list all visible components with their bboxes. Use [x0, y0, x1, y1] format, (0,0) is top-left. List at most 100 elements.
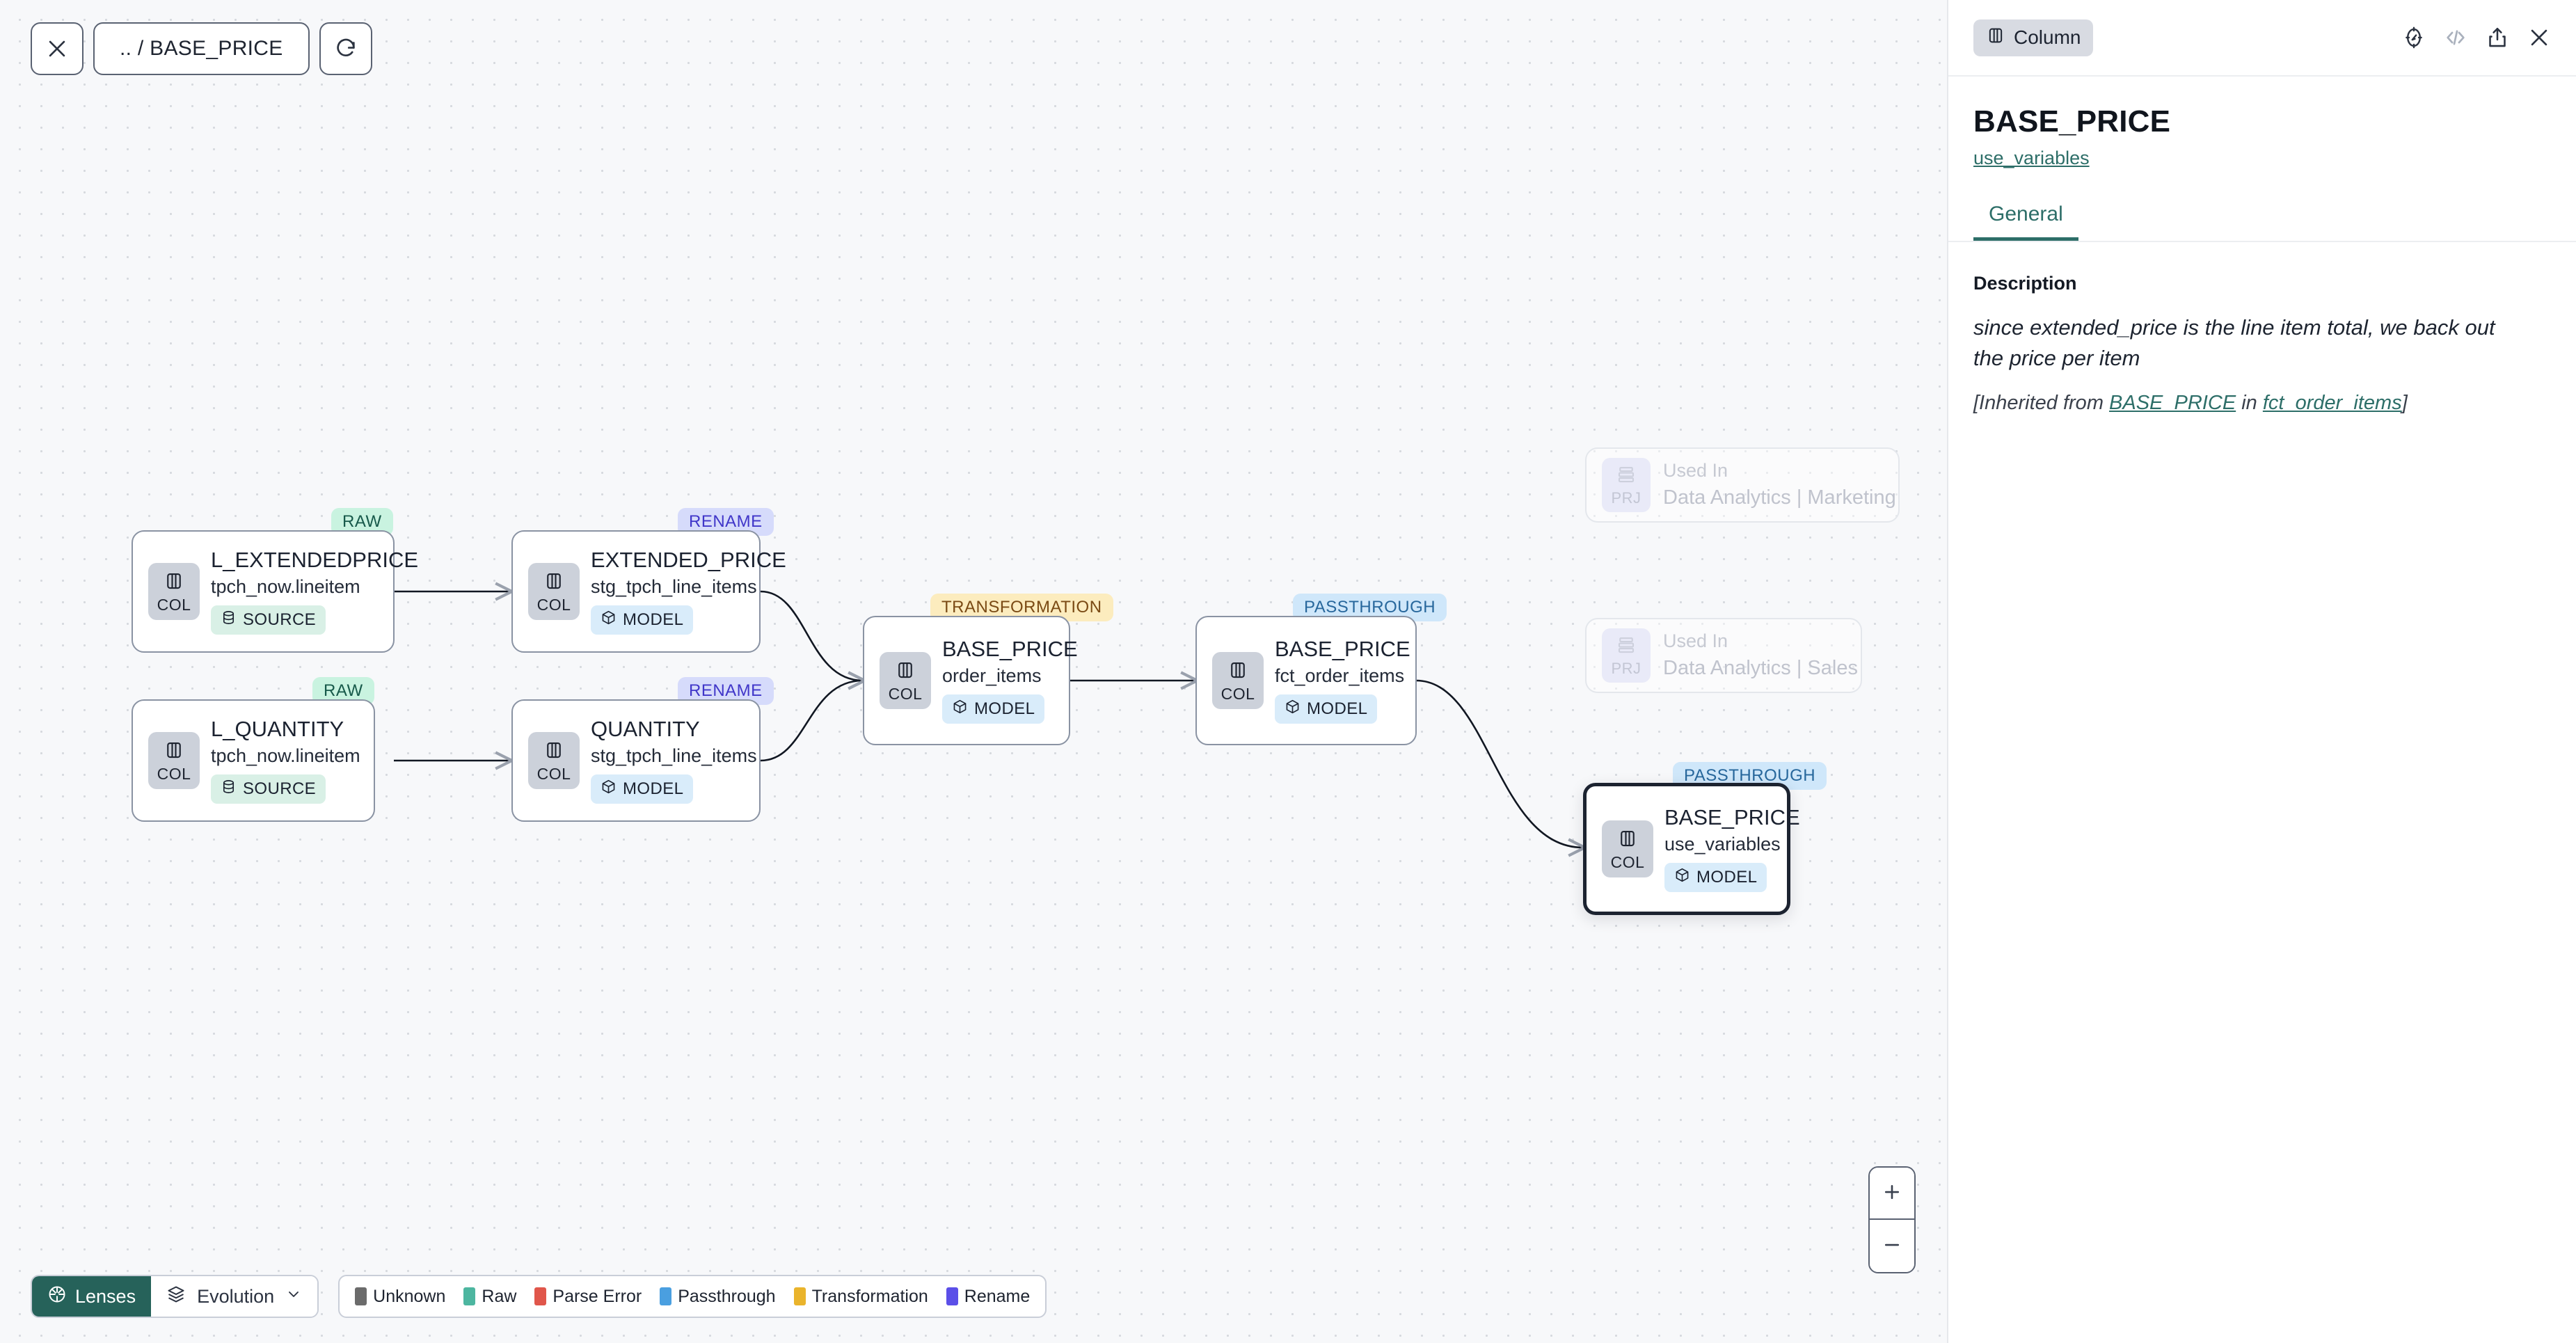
node-chip-source: SOURCE: [211, 774, 326, 804]
column-icon: [895, 660, 916, 684]
lenses-button[interactable]: Lenses: [32, 1276, 152, 1317]
inherited-model-link[interactable]: fct_order_items: [2262, 392, 2402, 415]
badge-label: PASSTHROUGH: [1304, 598, 1436, 617]
node-extended-price[interactable]: COL EXTENDED_PRICE stg_tpch_line_items M…: [511, 530, 786, 653]
node-chip-model: MODEL: [1275, 694, 1378, 724]
col-tag: COL: [528, 732, 580, 789]
kind-badge: Column: [1973, 19, 2094, 56]
legend-swatch: [660, 1287, 672, 1305]
ghost-node-marketing[interactable]: PRJ Used In Data Analytics | Marketing: [1585, 447, 1900, 523]
legend-item-parse-error[interactable]: Parse Error: [534, 1287, 642, 1307]
badge-label: RAW: [342, 512, 382, 531]
breadcrumb[interactable]: .. / BASE_PRICE: [93, 22, 310, 75]
badge-label: PASSTHROUGH: [1684, 766, 1816, 785]
node-base-price-order-items[interactable]: COL BASE_PRICE order_items MODEL: [863, 616, 1078, 745]
col-tag-label: COL: [536, 595, 571, 614]
layers-icon: [166, 1285, 186, 1309]
panel-header: Column: [1948, 0, 2576, 77]
node-subtitle: use_variables: [1664, 834, 1781, 855]
legend-item-transformation[interactable]: Transformation: [793, 1286, 928, 1307]
node-l-quantity[interactable]: COL L_QUANTITY tpch_now.lineitem SOURCE: [132, 699, 375, 822]
tab-general[interactable]: General: [1973, 202, 2078, 241]
refresh-icon: [334, 37, 358, 61]
legend-item-passthrough[interactable]: Passthrough: [660, 1287, 776, 1307]
col-tag: COL: [148, 563, 200, 620]
close-icon[interactable]: [2527, 26, 2551, 49]
column-icon: [1986, 26, 2005, 50]
close-canvas-button[interactable]: [31, 22, 84, 75]
col-tag-label: COL: [536, 764, 571, 783]
legend-label: Transformation: [811, 1286, 928, 1306]
chip-label: MODEL: [623, 610, 684, 629]
description-heading: Description: [1973, 273, 2077, 294]
node-title: QUANTITY: [591, 717, 700, 742]
node-subtitle: tpch_now.lineitem: [211, 745, 360, 767]
breadcrumb-label: .. / BASE_PRICE: [120, 37, 283, 60]
column-icon: [1227, 660, 1248, 684]
refresh-button[interactable]: [319, 22, 372, 75]
legend-label: Unknown: [373, 1286, 446, 1306]
ghost-body: Used In Data Analytics | Marketing: [1663, 461, 1896, 509]
legend-item-unknown[interactable]: Unknown: [355, 1287, 445, 1307]
aperture-icon: [47, 1285, 67, 1309]
column-icon: [164, 571, 184, 595]
canvas-top-controls: .. / BASE_PRICE: [31, 22, 372, 75]
node-title: BASE_PRICE: [1664, 805, 1800, 830]
details-panel: Column BASE_PRICE use_variables: [1947, 0, 2576, 1343]
node-chip-model: MODEL: [1664, 862, 1767, 892]
legend-label: Raw: [482, 1286, 517, 1306]
chip-label: MODEL: [623, 779, 684, 798]
legend-item-raw[interactable]: Raw: [463, 1287, 516, 1307]
node-base-price-fct-order-items[interactable]: COL BASE_PRICE fct_order_items MODEL: [1195, 616, 1417, 745]
node-body: BASE_PRICE order_items MODEL: [942, 637, 1078, 724]
col-tag-label: COL: [888, 684, 923, 703]
chip-label: MODEL: [974, 699, 1035, 718]
compass-icon[interactable]: [2402, 26, 2426, 49]
inherited-mid: in: [2236, 392, 2263, 415]
panel-actions: [2402, 26, 2551, 49]
col-tag-label: COL: [157, 595, 191, 614]
cube-icon: [601, 610, 617, 630]
legend: Unknown Raw Parse Error Passthrough Tran…: [338, 1275, 1047, 1318]
ghost-node-sales[interactable]: PRJ Used In Data Analytics | Sales: [1585, 618, 1862, 693]
node-body: L_QUANTITY tpch_now.lineitem SOURCE: [211, 717, 360, 804]
badge-label: RENAME: [689, 512, 763, 531]
col-tag: COL: [1602, 820, 1653, 877]
chevron-down-icon: [285, 1286, 302, 1308]
lineage-canvas[interactable]: .. / BASE_PRICE PRJ: [0, 0, 1947, 1343]
node-chip-source: SOURCE: [211, 605, 326, 635]
node-base-price-use-variables[interactable]: COL BASE_PRICE use_variables MODEL: [1583, 783, 1800, 915]
chip-label: MODEL: [1696, 867, 1758, 887]
plus-icon: [1882, 1182, 1902, 1205]
cube-icon: [601, 779, 617, 800]
node-subtitle: fct_order_items: [1275, 665, 1405, 687]
kind-label: Column: [2014, 26, 2081, 48]
project-icon: [1616, 635, 1637, 659]
share-icon[interactable]: [2486, 26, 2509, 49]
parent-model-link[interactable]: use_variables: [1973, 148, 2090, 168]
zoom-out-button[interactable]: [1870, 1220, 1914, 1272]
node-quantity[interactable]: COL QUANTITY stg_tpch_line_items MODEL: [511, 699, 761, 822]
inherited-column-link[interactable]: BASE_PRICE: [2109, 392, 2236, 415]
panel-tabs: General: [1948, 202, 2576, 242]
legend-label: Rename: [964, 1286, 1031, 1306]
node-body: BASE_PRICE use_variables MODEL: [1664, 805, 1800, 892]
column-icon: [1617, 828, 1638, 852]
legend-swatch: [534, 1287, 547, 1305]
node-title: BASE_PRICE: [942, 637, 1078, 662]
col-tag: COL: [528, 563, 580, 620]
node-body: QUANTITY stg_tpch_line_items MODEL: [591, 717, 757, 804]
close-icon: [45, 37, 69, 61]
badge-label: RENAME: [689, 681, 763, 700]
evolution-dropdown[interactable]: Evolution: [151, 1276, 318, 1317]
prj-tag: PRJ: [1602, 458, 1651, 512]
ghost-project-name: Data Analytics | Marketing: [1663, 486, 1896, 509]
prj-tag-label: PRJ: [1611, 660, 1641, 677]
column-icon: [543, 740, 564, 764]
zoom-in-button[interactable]: [1870, 1168, 1914, 1220]
page-title: BASE_PRICE: [1973, 104, 2171, 138]
node-l-extendedprice[interactable]: COL L_EXTENDEDPRICE tpch_now.lineitem SO…: [132, 530, 418, 653]
legend-item-rename[interactable]: Rename: [946, 1286, 1031, 1307]
code-icon[interactable]: [2444, 26, 2467, 49]
